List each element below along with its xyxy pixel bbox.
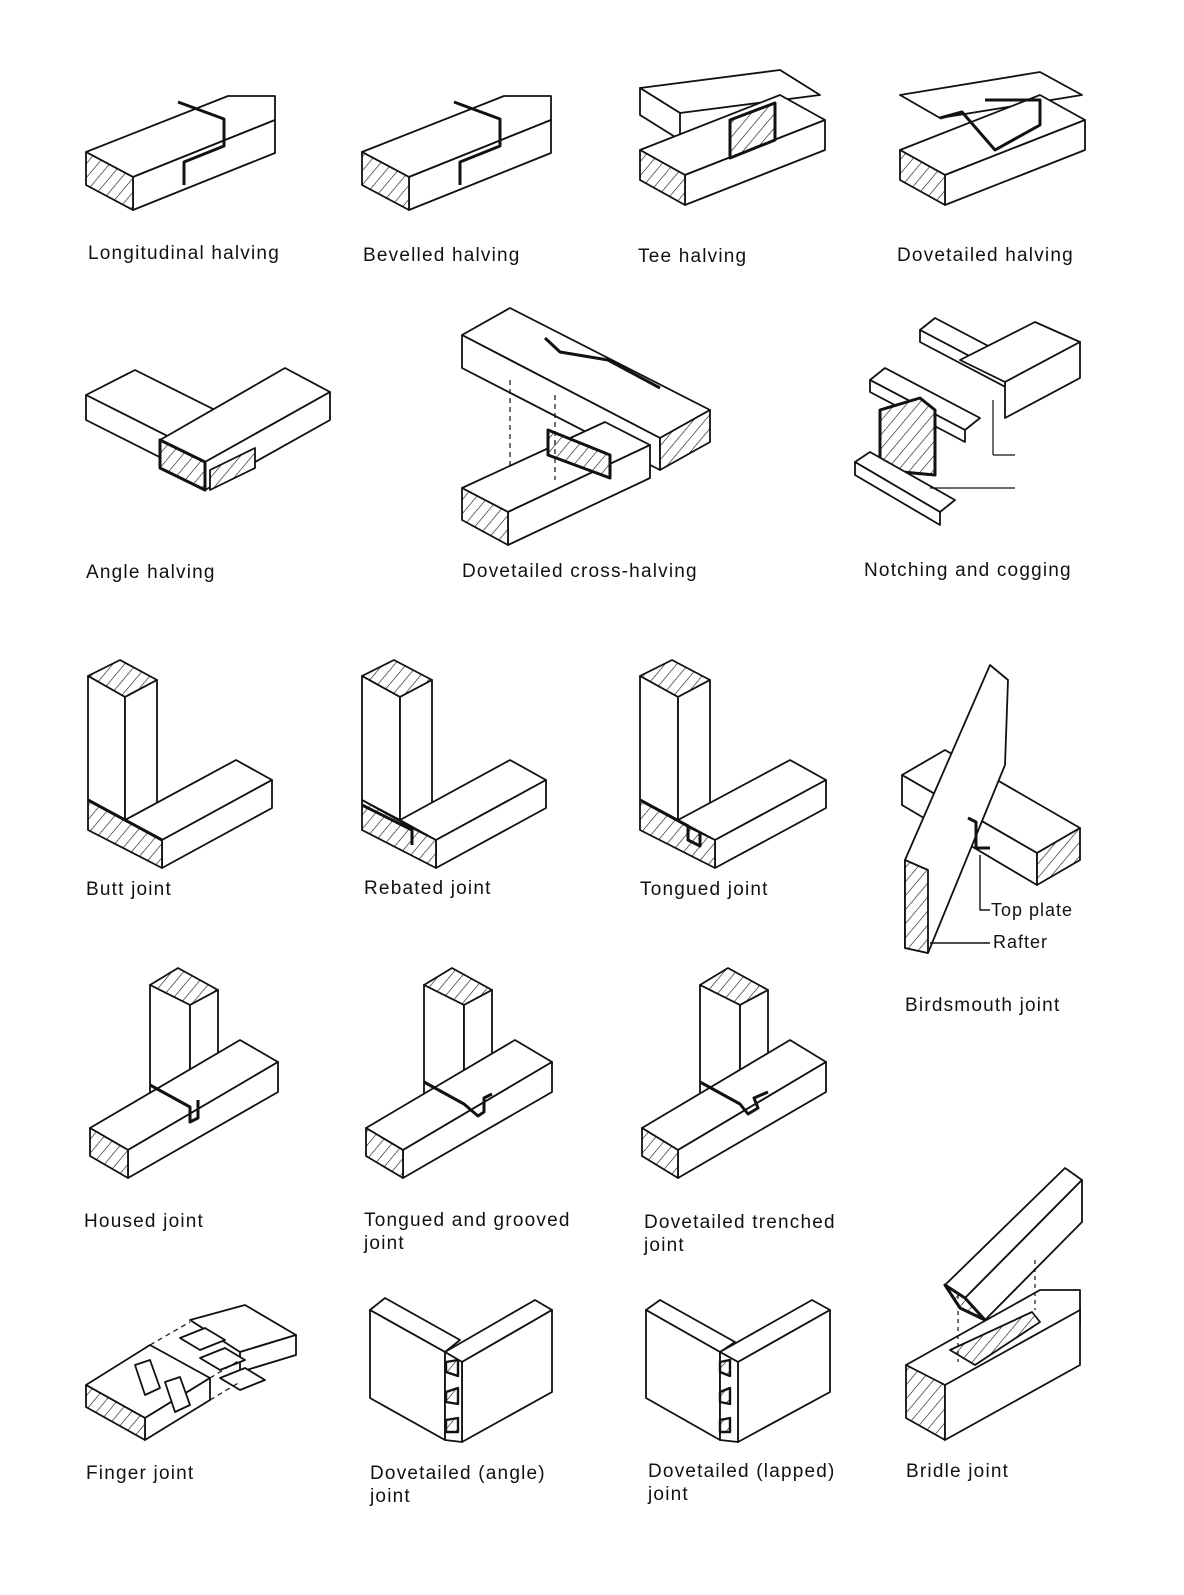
longitudinal-halving-drawing xyxy=(85,95,276,211)
housed-joint-drawing xyxy=(89,967,279,1179)
top-plate-callout: Top plate xyxy=(991,900,1074,920)
joint-label: Bevelled halving xyxy=(363,245,521,266)
joint-label: Tongued joint xyxy=(640,879,769,900)
angle-halving-drawing xyxy=(85,367,331,492)
joint-label: Rebated joint xyxy=(364,878,492,899)
tee-halving-drawing xyxy=(639,69,826,206)
notching-and-cogging-drawing xyxy=(854,317,1081,526)
bevelled-halving-drawing xyxy=(361,95,552,211)
dovetailed-halving-drawing xyxy=(899,71,1086,206)
birdsmouth-joint-drawing xyxy=(901,664,1081,954)
joint-label: Dovetailed cross-halving xyxy=(462,561,698,582)
tongued-and-grooved-drawing xyxy=(365,967,553,1179)
joint-label: Birdsmouth joint xyxy=(905,995,1061,1016)
bridle-joint-drawing xyxy=(905,1167,1083,1441)
joint-label: Housed joint xyxy=(84,1211,205,1232)
joint-label: Dovetailed trenched joint xyxy=(644,1212,836,1256)
dovetailed-angle-drawing xyxy=(369,1297,553,1443)
rebated-joint-drawing xyxy=(361,659,547,869)
joint-label: Dovetailed (angle) joint xyxy=(370,1463,546,1507)
joint-label: Tee halving xyxy=(638,246,748,267)
joint-label: Dovetailed (lapped) joint xyxy=(648,1461,836,1505)
dovetailed-lapped-drawing xyxy=(645,1299,831,1443)
joint-label: Tongued and grooved joint xyxy=(364,1210,571,1254)
rafter-callout: Rafter xyxy=(993,932,1049,952)
tongued-joint-drawing xyxy=(639,659,827,869)
joint-label: Dovetailed halving xyxy=(897,245,1074,266)
joint-label: Finger joint xyxy=(86,1463,195,1484)
butt-joint-drawing xyxy=(87,659,273,869)
dovetailed-trenched-drawing xyxy=(641,967,827,1179)
joint-label: Longitudinal halving xyxy=(88,243,280,264)
finger-joint-drawing xyxy=(85,1304,297,1441)
joint-label: Butt joint xyxy=(86,879,172,900)
joint-label: Bridle joint xyxy=(906,1461,1010,1482)
joint-label: Angle halving xyxy=(86,562,216,583)
dovetailed-cross-halving-drawing xyxy=(461,307,711,546)
joint-label: Notching and cogging xyxy=(864,560,1072,581)
